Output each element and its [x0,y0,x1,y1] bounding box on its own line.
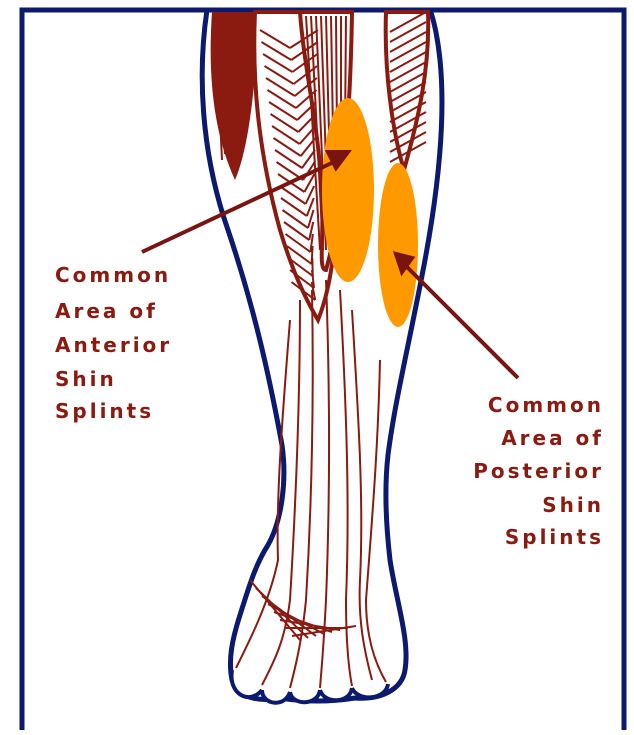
posterior-label-line-5: Splints [505,525,604,549]
posterior-label-line-1: Common [488,393,604,417]
toe-3 [290,690,320,702]
anterior-label-line-4: Shin [55,367,117,391]
posterior-label-line-3: Posterior [473,459,604,483]
anterior-label-line-5: Splints [55,399,154,423]
anterior-label-line-2: Area of [55,299,158,323]
calf-striation [234,14,235,136]
posterior-arrow-line [402,262,518,378]
toe-2 [262,690,290,703]
posterior-label-line-2: Area of [501,426,604,450]
anterior-label: Common Area of Anterior Shin Splints [55,263,172,423]
posterior-label: Common Area of Posterior Shin Splints [473,393,604,549]
anterior-label-line-3: Anterior [55,333,172,357]
toe-4 [320,688,352,700]
calf-striation [230,14,231,142]
posterior-label-line-4: Shin [542,493,604,517]
anterior-shin-splint-area [322,98,374,282]
anterior-label-line-1: Common [55,263,171,287]
posterior-shin-splint-area [378,163,418,327]
